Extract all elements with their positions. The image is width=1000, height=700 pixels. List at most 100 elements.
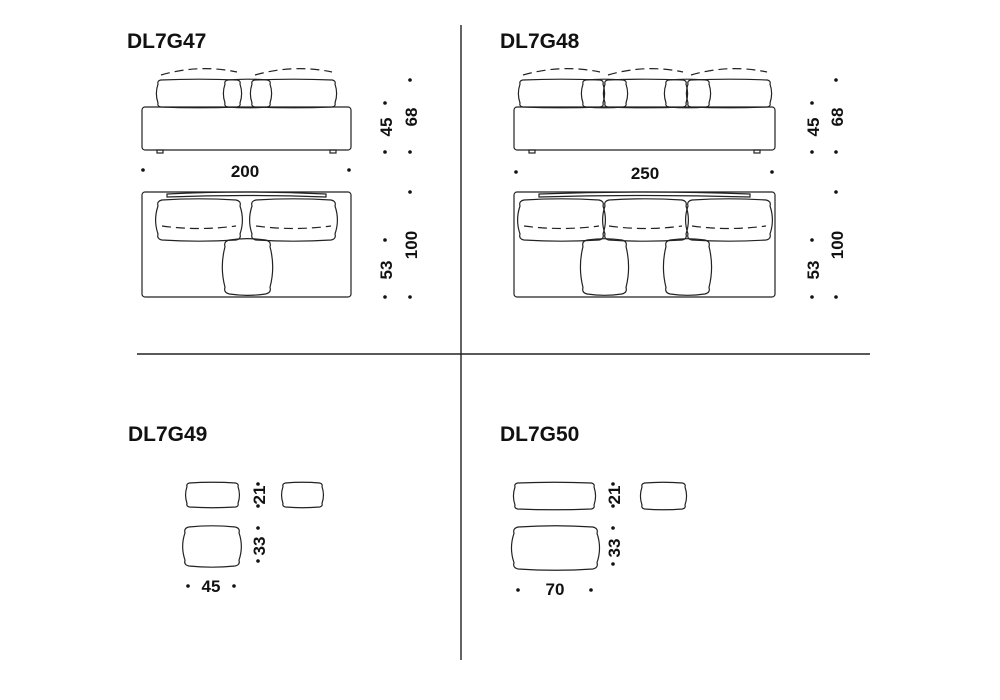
- dimension-dot: [347, 168, 351, 172]
- dimension-dot: [834, 190, 838, 194]
- dimension-dot: [408, 78, 412, 82]
- bolster-cushion-side: [580, 78, 629, 109]
- width-label: 200: [231, 162, 259, 181]
- back-cushion-top: [685, 198, 773, 242]
- large-height-label: 33: [605, 539, 624, 558]
- cushion-dashed-line: [255, 225, 332, 230]
- seat-height-label: 45: [804, 118, 823, 137]
- cushion-drawings: [182, 481, 325, 588]
- cushion-dashed-line: [523, 225, 600, 230]
- dimension-dot: [516, 588, 520, 592]
- seat-depth-label: 53: [804, 261, 823, 280]
- dimension-dot: [383, 238, 387, 242]
- dimension-dot: [589, 588, 593, 592]
- dimension-dot: [232, 584, 236, 588]
- seat-cushion-top: [662, 238, 713, 296]
- seat-cushion-top: [221, 238, 274, 296]
- dimension-dot: [834, 78, 838, 82]
- back-cushion-top: [249, 198, 338, 242]
- large-height-label: 33: [250, 537, 269, 556]
- back-cushion-side: [602, 78, 689, 109]
- dimension-dot: [256, 559, 260, 563]
- width-label: 250: [631, 164, 659, 183]
- back-cushion-top: [155, 198, 243, 242]
- backrest-edge: [538, 191, 751, 198]
- dimension-dot: [611, 504, 615, 508]
- dimension-dot: [408, 150, 412, 154]
- model-dl7g47: DL7G47 200 45 68 53 100: [127, 30, 421, 299]
- width-label: 70: [546, 580, 565, 599]
- dimension-dot: [611, 482, 615, 486]
- sofa-base-side-view: [141, 106, 352, 151]
- sofa-foot: [528, 149, 536, 154]
- dimension-dot: [256, 482, 260, 486]
- back-cushion-side: [517, 78, 606, 109]
- back-cushion-dashed-outline: [607, 68, 684, 76]
- dimension-dot: [383, 295, 387, 299]
- small-height-label: 21: [605, 486, 624, 505]
- cushion-dashed-line: [608, 225, 683, 230]
- total-height-label: 68: [828, 108, 847, 127]
- model-code: DL7G49: [128, 423, 207, 446]
- back-cushion-dashed-outline: [690, 68, 768, 76]
- depth-label: 100: [402, 231, 421, 259]
- dimension-dot: [383, 101, 387, 105]
- cushion-dashed-line: [161, 225, 237, 230]
- model-dl7g48: DL7G48 250 45 68 53 100: [500, 30, 847, 299]
- sofa-base-side-view: [513, 106, 776, 151]
- dimension-dot: [810, 150, 814, 154]
- cushion-dashed-line: [691, 225, 767, 230]
- back-cushion-dashed-outline: [160, 68, 238, 76]
- sofa-foot: [753, 149, 761, 154]
- back-cushion-side: [155, 78, 243, 109]
- width-label: 45: [202, 577, 221, 596]
- cushion-drawings: [510, 481, 688, 592]
- back-cushion-side: [685, 78, 773, 109]
- back-cushion-top: [517, 198, 606, 242]
- dimension-dot: [611, 526, 615, 530]
- bolster-cushion-side: [222, 78, 273, 109]
- back-cushion: [184, 481, 241, 509]
- bolster-cushion: [280, 481, 325, 509]
- dimension-dot: [770, 170, 774, 174]
- model-dl7g50: DL7G50 21 33 70: [500, 423, 688, 599]
- dimension-dot: [408, 190, 412, 194]
- model-dl7g49: DL7G49 21 33 45: [128, 423, 325, 596]
- dimension-dot: [810, 238, 814, 242]
- small-height-label: 21: [250, 486, 269, 505]
- seat-height-label: 45: [377, 118, 396, 137]
- dimension-dot: [514, 170, 518, 174]
- seat-cushion: [182, 525, 242, 568]
- total-height-label: 68: [402, 108, 421, 127]
- sofa-drawings: [141, 68, 412, 299]
- back-cushion-dashed-outline: [254, 68, 333, 76]
- back-cushion-top: [602, 198, 689, 242]
- seat-cushion: [510, 525, 601, 571]
- dimension-dot: [408, 295, 412, 299]
- depth-label: 100: [828, 231, 847, 259]
- sofa-base-top-view: [141, 191, 352, 298]
- model-code: DL7G48: [500, 30, 580, 53]
- sofa-foot: [156, 149, 164, 154]
- bolster-cushion: [639, 481, 688, 511]
- model-code: DL7G50: [500, 423, 579, 446]
- dimension-dot: [611, 562, 615, 566]
- dimension-dot: [141, 168, 145, 172]
- seat-cushion-top: [579, 238, 630, 296]
- dimension-dot: [186, 584, 190, 588]
- dimension-dot: [383, 150, 387, 154]
- sofa-base-top-view: [513, 191, 776, 298]
- dimension-dot: [834, 295, 838, 299]
- dimension-dot: [834, 150, 838, 154]
- dimension-dot: [810, 101, 814, 105]
- sofa-foot: [329, 149, 337, 154]
- back-cushion: [512, 481, 597, 511]
- dimension-dot: [810, 295, 814, 299]
- bolster-cushion-side: [663, 78, 712, 109]
- backrest-edge: [166, 191, 327, 198]
- sofa-drawings: [513, 68, 838, 299]
- back-cushion-dashed-outline: [522, 68, 601, 76]
- dimension-dot: [256, 526, 260, 530]
- model-code: DL7G47: [127, 30, 206, 53]
